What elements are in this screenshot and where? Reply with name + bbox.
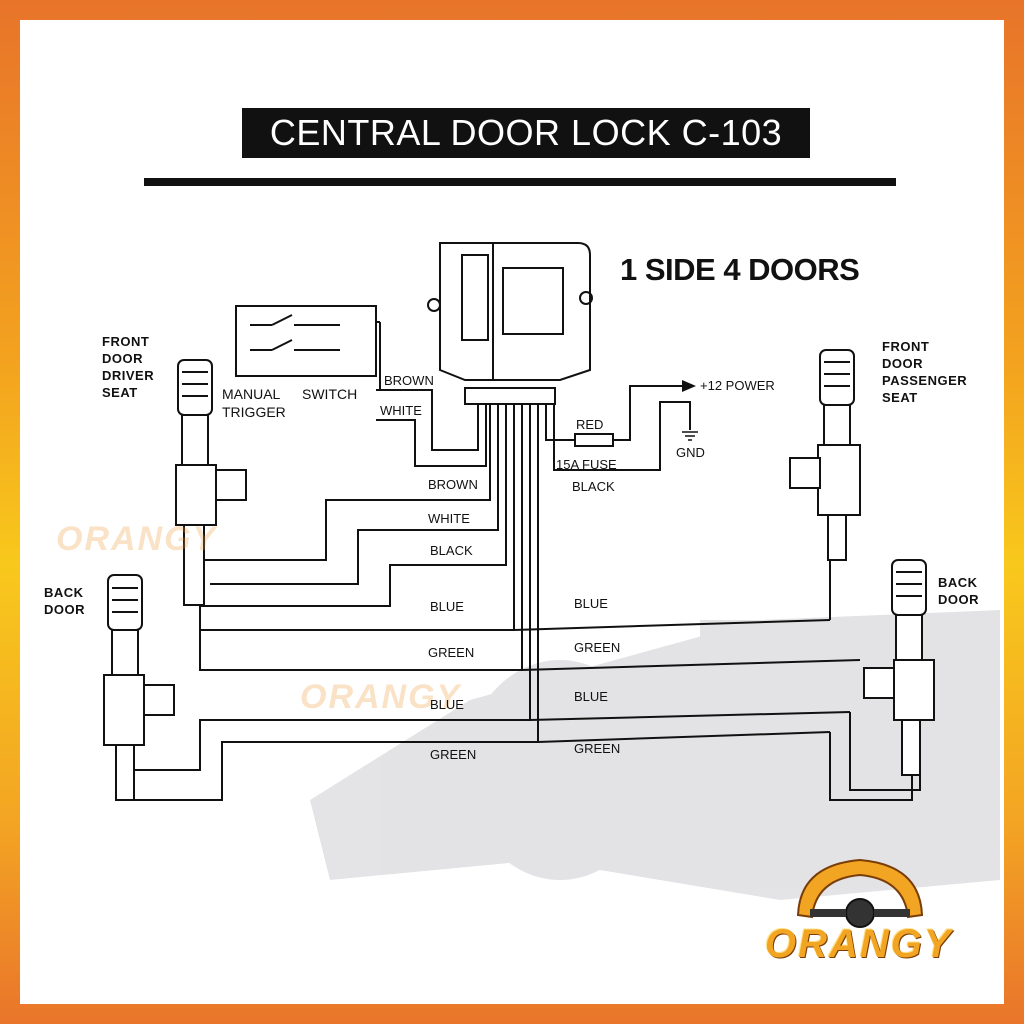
ground-icon	[682, 431, 698, 441]
label-plus12-power: +12 POWER	[700, 378, 775, 393]
page-title: CENTRAL DOOR LOCK C-103	[242, 108, 810, 158]
wire-label-switch-white: WHITE	[380, 403, 422, 418]
watermark-left: ORANGY	[56, 520, 218, 558]
arrow-icon	[682, 380, 696, 392]
motor-background	[310, 610, 1000, 900]
wire-label-blue-right-1: BLUE	[574, 596, 608, 611]
wire-label-green-right-2: GREEN	[574, 741, 621, 756]
label-back-right: BACK DOOR	[938, 575, 979, 607]
label-red: RED	[576, 417, 604, 432]
wire-label-green-left-1: GREEN	[428, 645, 475, 660]
wire-label-black: BLACK	[430, 543, 473, 558]
title-divider	[144, 178, 896, 186]
manual-switch	[235, 305, 381, 390]
label-black-power: BLACK	[572, 479, 615, 494]
wire-label-blue-left-1: BLUE	[430, 599, 464, 614]
actuator-back-left	[103, 574, 175, 801]
actuator-back-right	[863, 559, 935, 776]
actuator-front-passenger	[789, 349, 861, 561]
actuator-front-driver	[175, 359, 247, 606]
label-gnd: GND	[676, 445, 705, 460]
label-trigger: TRIGGER	[222, 404, 286, 420]
diagram-panel: CENTRAL DOOR LOCK C-103 1 SIDE 4 DOORS O…	[20, 20, 1004, 1004]
wire-label-green-left-2: GREEN	[430, 747, 477, 762]
control-unit	[427, 242, 593, 405]
label-fuse: 15A FUSE	[556, 457, 617, 472]
wiring-diagram	[103, 242, 1000, 928]
label-switch: SWITCH	[302, 386, 358, 402]
wire-label-blue-left-2: BLUE	[430, 697, 464, 712]
wire-label-white: WHITE	[428, 511, 470, 526]
watermark-center: ORANGY	[300, 678, 462, 716]
wire-harness	[130, 385, 921, 801]
label-front-driver: FRONT DOOR DRIVER SEAT	[102, 334, 155, 400]
wire-label-green-right-1: GREEN	[574, 640, 621, 655]
diagram-subtitle: 1 SIDE 4 DOORS	[620, 252, 860, 287]
brand-logo-text: ORANGY	[765, 922, 953, 966]
wire-label-switch-brown: BROWN	[384, 373, 434, 388]
wire-label-brown: BROWN	[428, 477, 478, 492]
wire-label-blue-right-2: BLUE	[574, 689, 608, 704]
label-back-left: BACK DOOR	[44, 585, 85, 617]
label-front-passenger: FRONT DOOR PASSENGER SEAT	[882, 339, 968, 405]
steering-wheel-logo	[796, 858, 924, 928]
label-manual: MANUAL	[222, 386, 281, 402]
